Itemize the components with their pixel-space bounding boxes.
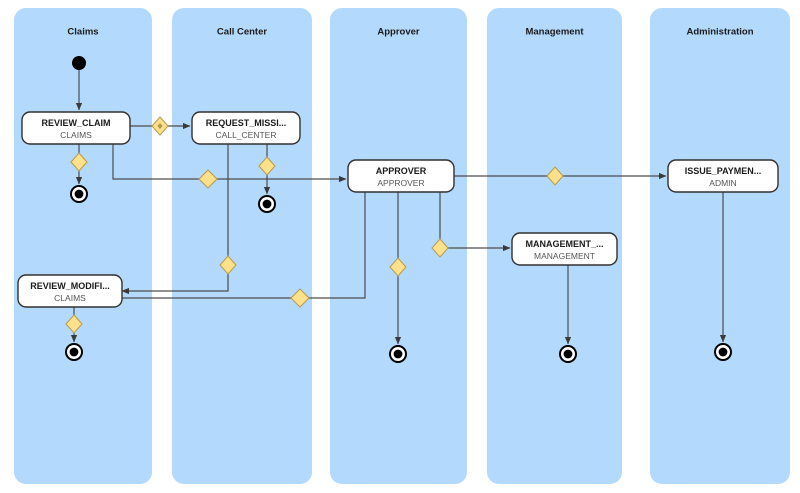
end-node[interactable] [65,343,83,361]
flow-connector[interactable] [112,144,347,183]
end-node[interactable] [70,185,88,203]
end-node[interactable] [559,345,577,363]
swimlane-claims[interactable]: Claims [14,8,152,484]
gateway-shape [70,152,88,172]
end-node-dot [69,347,79,357]
gateway-inner-marker [157,123,163,129]
activity-node-title: MANAGEMENT_... [525,239,603,249]
gateway-diamond[interactable] [151,116,169,136]
end-node[interactable] [714,343,732,361]
gateways-layer [65,116,564,334]
gateway-diamond[interactable] [219,255,237,275]
activity-node-title: REVIEW_CLAIM [41,118,110,128]
gateway-shape [198,169,218,189]
lane-title: Claims [67,27,98,38]
activity-node-box [347,159,455,193]
end-node[interactable] [258,195,276,213]
gateway-diamond[interactable] [65,314,83,334]
activity-node-subtitle: CLAIMS [60,130,92,140]
end-node-dot [262,199,272,209]
activity-node[interactable]: APPROVER APPROVER [347,159,455,193]
nodes-layer: REVIEW_CLAIM CLAIMS REQUEST_MISSI... CALL_C… [17,111,779,308]
end-node-dot [74,189,84,199]
gateway-shape [219,255,237,275]
activity-node-subtitle: MANAGEMENT [534,251,595,261]
activity-node-box [21,111,131,145]
activity-node-box [511,232,618,266]
activity-node-subtitle: ADMIN [709,178,736,188]
gateway-shape [431,238,449,258]
activity-node-subtitle: CLAIMS [54,293,86,303]
gateway-diamond[interactable] [389,257,407,277]
end-node-dot [563,349,573,359]
activity-node-subtitle: APPROVER [377,178,424,188]
lane-title: Management [525,27,584,38]
gateway-diamond[interactable] [546,166,564,186]
activity-node-box [191,111,301,145]
activity-node-box [17,274,123,308]
gateway-shape [290,288,310,308]
start-node[interactable] [72,56,86,70]
activity-node[interactable]: REVIEW_MODIFI... CLAIMS [17,274,123,308]
gateway-diamond[interactable] [290,288,310,308]
flow-connector[interactable] [19,192,366,302]
gateway-diamond[interactable] [258,156,276,176]
gateway-diamond[interactable] [198,169,218,189]
activity-node[interactable]: MANAGEMENT_... MANAGEMENT [511,232,618,266]
gateway-diamond[interactable] [70,152,88,172]
lane-background [14,8,152,484]
gateway-shape [65,314,83,334]
lanes-layer: Claims Call Center Approver Management Admin… [14,8,790,484]
start-node-dot [72,56,86,70]
terminators-layer [65,56,732,363]
swimlane-call-center[interactable]: Call Center [172,8,312,484]
activity-node-title: APPROVER [376,166,427,176]
flow-connector[interactable] [121,144,229,295]
gateway-diamond[interactable] [431,238,449,258]
activity-node-title: ISSUE_PAYMEN... [685,166,762,176]
gateway-shape [389,257,407,277]
lane-background [172,8,312,484]
lane-title: Administration [686,27,753,38]
end-node-dot [718,347,728,357]
gateway-shape [258,156,276,176]
activity-node[interactable]: REQUEST_MISSI... CALL_CENTER [191,111,301,145]
activity-node-title: REQUEST_MISSI... [206,118,287,128]
activity-node-title: REVIEW_MODIFI... [30,281,110,291]
activity-node-box [667,159,779,193]
end-node[interactable] [389,345,407,363]
end-node-dot [393,349,403,359]
swimlane-administration[interactable]: Administration [650,8,790,484]
lane-background [650,8,790,484]
lane-title: Approver [377,27,420,38]
activity-node[interactable]: REVIEW_CLAIM CLAIMS [21,111,131,145]
activity-node[interactable]: ISSUE_PAYMEN... ADMIN [667,159,779,193]
lane-title: Call Center [217,27,267,38]
activity-node-subtitle: CALL_CENTER [216,130,277,140]
gateway-shape [546,166,564,186]
